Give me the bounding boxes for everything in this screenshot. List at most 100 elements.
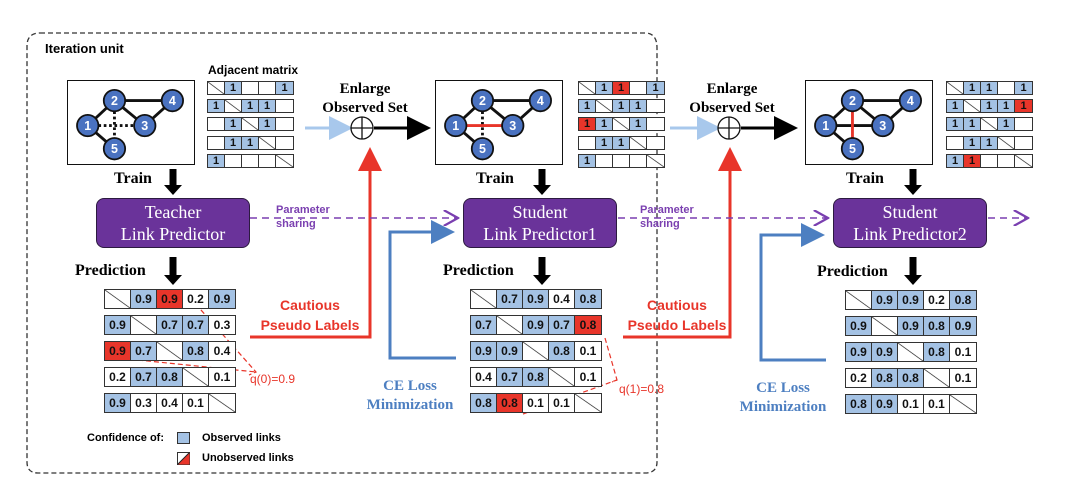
matrix-cell <box>208 118 225 131</box>
matrix-cell: 0.4 <box>549 290 575 308</box>
matrix-cell-observed: 0.9 <box>209 290 235 308</box>
prediction-label: Prediction <box>75 262 146 279</box>
matrix-cell-observed: 1 <box>613 136 630 149</box>
train-arrow-icon <box>904 169 922 195</box>
matrix-cell-observed: 1 <box>998 118 1015 131</box>
matrix-diagonal-cell <box>950 395 976 413</box>
matrix-cell-observed: 1 <box>964 118 981 131</box>
matrix-cell-observed: 0.7 <box>497 368 523 386</box>
adjacent-matrix-label: Adjacent matrix <box>208 63 299 77</box>
matrix-cell-observed: 0.9 <box>846 317 872 335</box>
matrix-cell-observed: 0.7 <box>471 316 497 334</box>
matrix-cell-observed: 1 <box>276 82 293 94</box>
matrix-cell: 0.1 <box>209 368 235 386</box>
matrix-cell-observed: 0.9 <box>471 342 497 360</box>
matrix-diagonal-cell <box>242 118 259 131</box>
cautious-pseudo-labels-path-1 <box>250 147 382 339</box>
graph-node: 2 <box>840 89 865 113</box>
graph-node: 4 <box>160 89 184 113</box>
legend-unobserved-swatch <box>177 452 190 465</box>
graph-node: 3 <box>133 113 157 138</box>
svg-text:3: 3 <box>141 119 148 133</box>
matrix-cell-pseudo-label: 1 <box>579 118 596 131</box>
prediction-arrow-icon <box>904 257 922 285</box>
matrix-diagonal-cell <box>575 394 601 412</box>
prediction-arrow-icon <box>164 257 182 285</box>
matrix-cell-observed: 0.9 <box>497 342 523 360</box>
matrix-cell-observed: 1 <box>596 136 613 149</box>
matrix-cell-observed: 1 <box>630 118 647 131</box>
matrix-cell-pseudo-label: 1 <box>613 82 630 94</box>
ce-line2: Minimization <box>739 399 827 415</box>
matrix-cell-observed: 1 <box>613 100 630 113</box>
matrix-cell-observed: 1 <box>259 118 276 131</box>
matrix-diagonal-cell <box>497 316 523 334</box>
matrix-cell-observed: 0.7 <box>131 342 157 360</box>
svg-text:5: 5 <box>849 142 856 156</box>
predictor-subtitle: Link Predictor2 <box>853 224 967 244</box>
matrix-cell-observed: 0.7 <box>157 316 183 334</box>
matrix-diagonal-cell <box>998 136 1015 149</box>
matrix-diagonal-cell <box>647 154 664 167</box>
matrix-cell: 0.1 <box>183 394 209 412</box>
matrix-diagonal-cell <box>579 82 596 94</box>
graph-node: 2 <box>102 89 127 113</box>
matrix-cell-observed: 1 <box>1015 82 1032 94</box>
matrix-cell <box>276 136 293 149</box>
matrix-cell <box>276 118 293 131</box>
matrix-cell-observed: 0.8 <box>872 369 898 387</box>
matrix-cell <box>647 100 664 113</box>
enlarge-line2: Observed Set <box>322 100 408 116</box>
ce-line1: CE Loss <box>383 378 437 394</box>
matrix-cell-observed: 0.9 <box>523 316 549 334</box>
svg-text:4: 4 <box>907 94 914 108</box>
matrix-cell-observed: 0.8 <box>157 368 183 386</box>
matrix-cell-observed: 0.8 <box>575 290 601 308</box>
matrix-cell-observed: 1 <box>596 118 613 131</box>
matrix-cell <box>998 82 1015 94</box>
matrix-diagonal-cell <box>209 394 235 412</box>
matrix-cell-observed: 1 <box>630 100 647 113</box>
threshold-label-1: q(0)=0.9 <box>250 372 296 386</box>
matrix-diagonal-cell <box>630 136 647 149</box>
matrix-cell <box>596 154 613 167</box>
train-label: Train <box>846 170 884 187</box>
matrix-cell <box>647 136 664 149</box>
ce-line2: Minimization <box>366 397 454 413</box>
cautious-line2: Pseudo Labels <box>627 317 727 333</box>
matrix-cell: 0.1 <box>924 395 950 413</box>
matrix-diagonal-cell <box>276 154 293 167</box>
legend-unobserved-text: Unobserved links <box>202 452 294 464</box>
matrix-cell: 0.1 <box>523 394 549 412</box>
matrix-cell-observed: 0.9 <box>898 317 924 335</box>
graph-node: 4 <box>528 89 552 113</box>
param-line1: Parameter <box>640 204 694 216</box>
matrix-cell-observed: 1 <box>964 136 981 149</box>
matrix-diagonal-cell <box>259 136 276 149</box>
matrix-cell-observed: 0.7 <box>131 368 157 386</box>
matrix-cell <box>242 154 259 167</box>
ce-loss-label-1: CE Loss Minimization <box>360 377 460 415</box>
matrix-cell: 0.1 <box>575 342 601 360</box>
matrix-cell: 0.2 <box>924 291 950 309</box>
matrix-cell <box>947 136 964 149</box>
matrix-cell-observed: 0.9 <box>105 394 131 412</box>
threshold-leader-1b <box>137 359 257 373</box>
graph-node: 1 <box>814 113 838 138</box>
matrix-diagonal-cell <box>964 100 981 113</box>
train-label: Train <box>476 170 514 187</box>
